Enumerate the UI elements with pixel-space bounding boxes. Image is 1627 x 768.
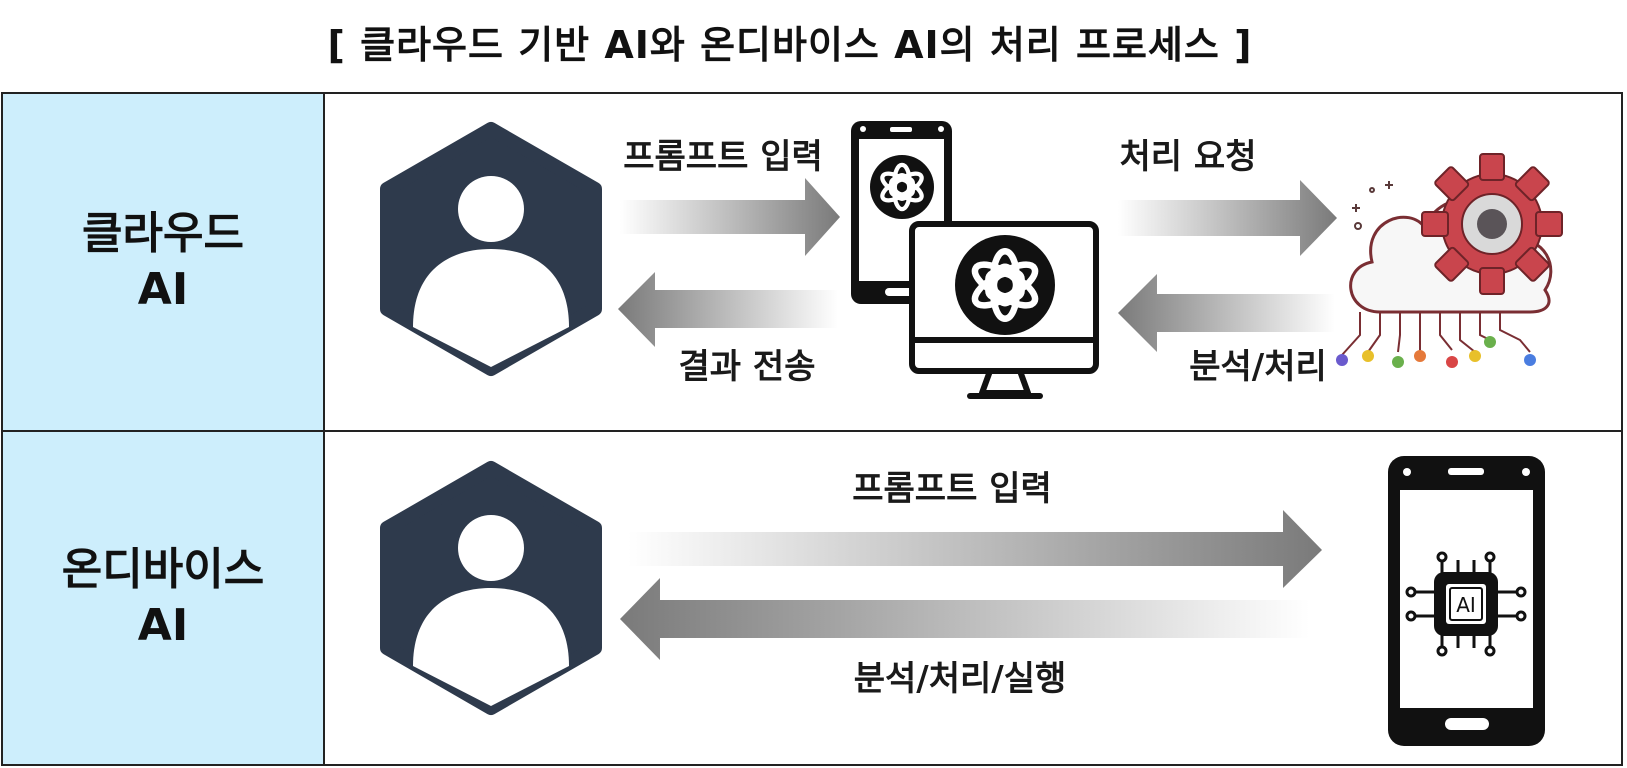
cloud-prompt-input-label: 프롬프트 입력 <box>623 137 823 177</box>
cloud-process-request-label: 처리 요청 <box>1120 137 1257 177</box>
row-divider <box>3 430 1621 432</box>
ondevice-phone-icon: AI <box>1388 456 1545 746</box>
ai-chip-label: AI <box>1456 593 1476 617</box>
monitor-device-icon <box>909 221 1099 399</box>
ondevice-analyze-process-execute-arrow <box>620 578 1310 660</box>
cloud-result-send-arrow <box>618 272 838 347</box>
gear-icon <box>1421 153 1563 295</box>
cloud-analyze-process-label: 분석/처리 <box>1189 347 1327 387</box>
row-label-cloud-line2: AI <box>137 264 189 315</box>
cloud-process-request-arrow <box>1118 180 1337 256</box>
cloud-prompt-input-arrow <box>620 178 840 256</box>
ondevice-analyze-process-execute-label: 분석/처리/실행 <box>854 659 1067 699</box>
cloud-user-icon <box>387 129 595 369</box>
ondevice-user-icon <box>387 468 595 708</box>
row-label-ondevice: 온디바이스 AI <box>3 432 323 764</box>
cloud-result-send-label: 결과 전송 <box>679 347 816 387</box>
cloud-analyze-process-arrow <box>1118 274 1335 352</box>
cloud-server-icon <box>1336 153 1563 368</box>
ai-chip-icon: AI <box>1405 551 1527 657</box>
ondevice-prompt-input-label: 프롬프트 입력 <box>852 469 1052 509</box>
row-label-ondevice-line1: 온디바이스 <box>61 544 265 595</box>
row-label-cloud: 클라우드 AI <box>3 94 323 430</box>
column-divider <box>323 94 325 764</box>
row-label-cloud-line1: 클라우드 <box>82 208 244 259</box>
process-table: 클라우드 AI 온디바이스 AI <box>1 92 1623 766</box>
page-title: [ 클라우드 기반 AI와 온디바이스 AI의 처리 프로세스 ] <box>327 23 1253 67</box>
row-label-ondevice-line2: AI <box>137 600 189 651</box>
ondevice-prompt-input-arrow <box>628 510 1322 588</box>
